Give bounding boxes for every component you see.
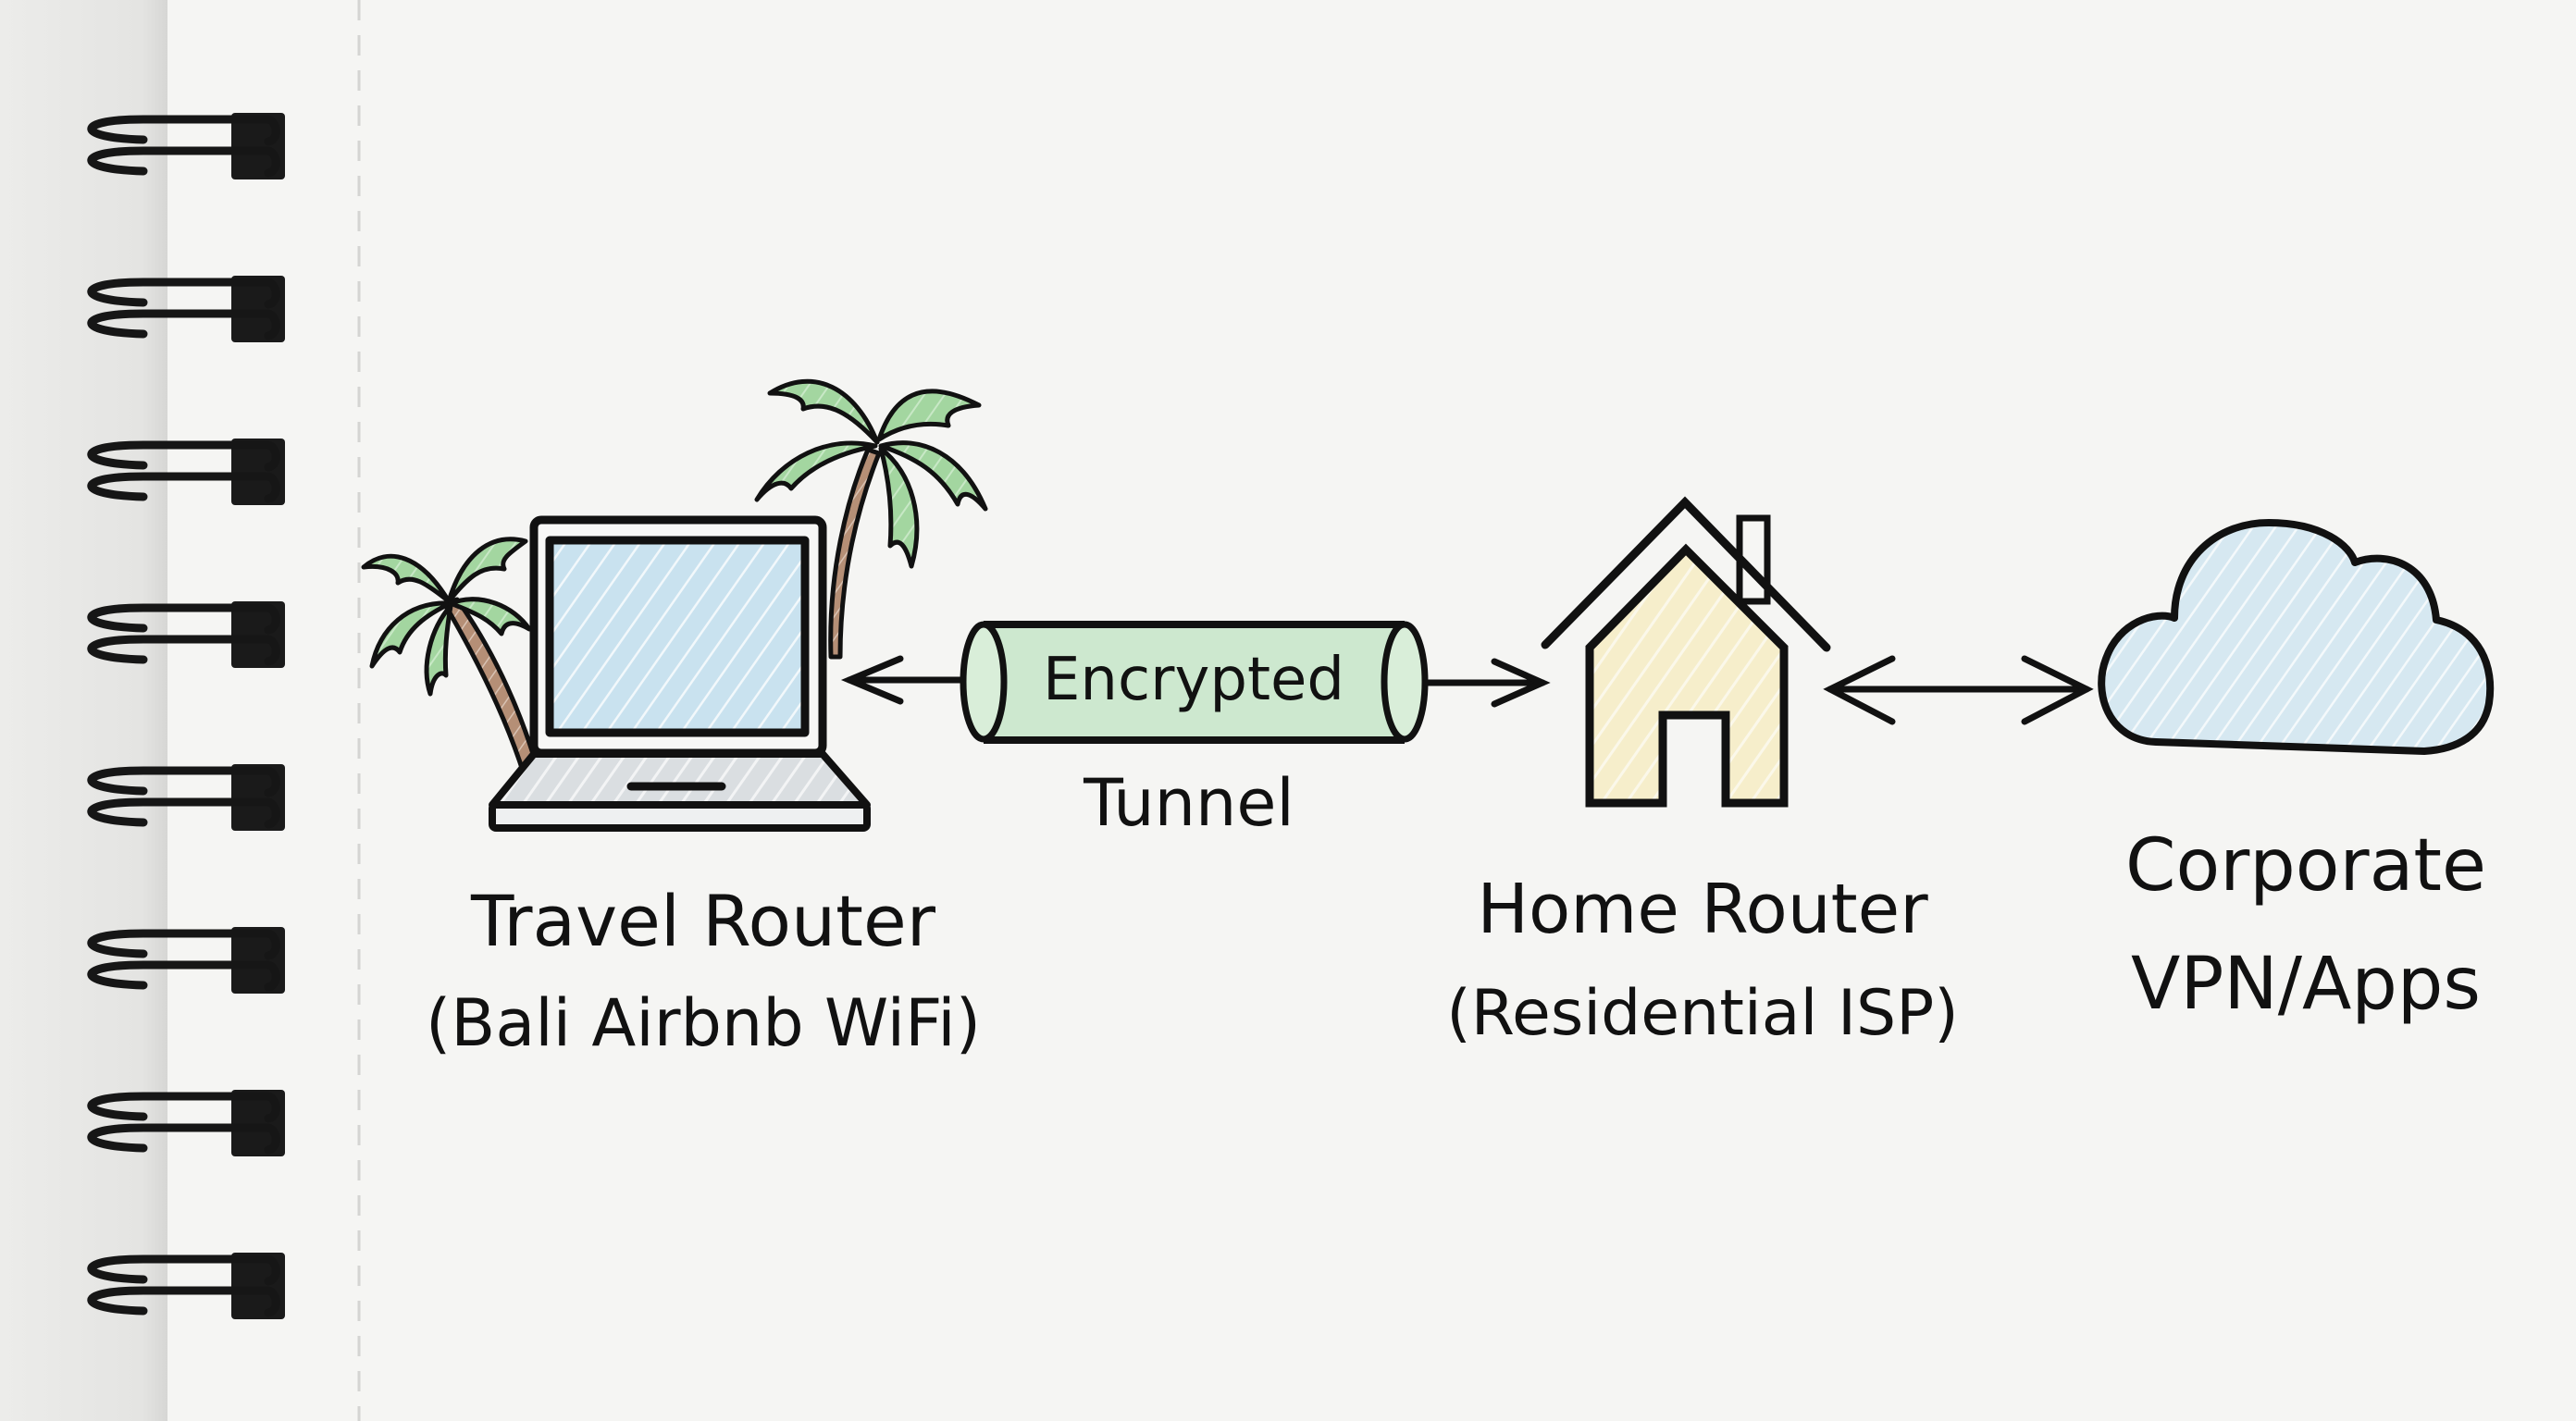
ring-wire <box>87 635 280 666</box>
spiral-ring <box>87 764 285 831</box>
ring-wire <box>87 1286 280 1317</box>
spiral-ring <box>87 1253 285 1319</box>
right-palm-tree-icon <box>754 378 988 660</box>
ring-wire <box>87 146 280 178</box>
binding-strip <box>0 0 167 1421</box>
home-router-sublabel: (Residential ISP) <box>1446 977 1958 1050</box>
ring-wire <box>87 797 280 829</box>
ring-clip <box>231 764 285 831</box>
ring-wire <box>87 309 280 340</box>
spiral-ring <box>87 276 285 342</box>
ring-wire <box>87 472 280 503</box>
spiral-binding <box>87 113 285 1319</box>
ring-wire <box>87 440 280 472</box>
ring-clip <box>231 601 285 668</box>
ring-wire <box>87 1123 280 1155</box>
ring-clip <box>231 113 285 179</box>
ring-wire <box>87 1254 280 1286</box>
ring-wire <box>87 278 280 309</box>
home-router-label: Home Router <box>1477 870 1928 949</box>
spiral-ring <box>87 113 285 179</box>
spiral-ring <box>87 601 285 668</box>
ring-wire <box>87 115 280 146</box>
ring-clip <box>231 927 285 994</box>
ring-wire <box>87 603 280 635</box>
ring-wire <box>87 960 280 992</box>
travel-router-label: Travel Router <box>470 880 936 962</box>
corporate-label: Corporate <box>2125 824 2486 908</box>
tunnel-sublabel: Tunnel <box>1083 765 1294 841</box>
ring-clip <box>231 439 285 505</box>
laptop-icon <box>489 515 871 832</box>
ring-clip <box>231 276 285 342</box>
ring-wire <box>87 929 280 960</box>
spiral-ring <box>87 927 285 994</box>
arrow-to-home-router <box>1421 658 1551 708</box>
ring-clip <box>231 1253 285 1319</box>
travel-router-sublabel: (Bali Airbnb WiFi) <box>426 985 981 1061</box>
spiral-ring <box>87 439 285 505</box>
house-icon <box>1541 496 1831 808</box>
ring-wire <box>87 766 280 797</box>
ring-clip <box>231 1090 285 1156</box>
corporate-sublabel: VPN/Apps <box>2131 943 2481 1026</box>
cloud-icon <box>2098 519 2495 755</box>
spiral-ring <box>87 1090 285 1156</box>
ring-wire <box>87 1092 280 1123</box>
tunnel-label: Encrypted <box>1043 646 1344 714</box>
bidirectional-arrow <box>1823 655 2094 725</box>
